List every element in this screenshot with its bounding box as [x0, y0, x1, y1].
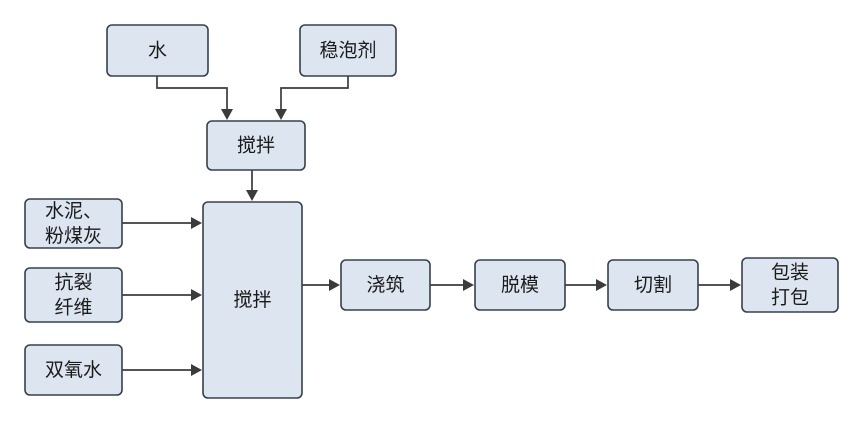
node-box[interactable] [106, 24, 209, 77]
node-foam-stabilizer[interactable]: 稳泡剂 [299, 24, 397, 77]
edge-arrowhead [329, 279, 340, 291]
edge-arrowhead [191, 289, 202, 301]
node-packaging[interactable]: 包装打包 [741, 257, 839, 313]
node-box[interactable] [741, 257, 839, 313]
node-box[interactable] [607, 259, 699, 311]
edge-water-to-mix1 [156, 76, 233, 120]
node-crack-resistant-fiber[interactable]: 抗裂纤维 [24, 267, 123, 323]
edge-arrowhead [191, 364, 202, 376]
edge-demolding-to-cutting [565, 279, 607, 291]
edge-foamstab-to-mix1 [275, 76, 349, 120]
node-water[interactable]: 水 [106, 24, 209, 77]
edges-layer [122, 76, 741, 376]
node-box[interactable] [474, 259, 566, 311]
edge-fiber-to-mix2 [122, 289, 202, 301]
node-hydrogen-peroxide[interactable]: 双氧水 [24, 344, 123, 396]
node-label: 水泥、粉煤灰 [45, 200, 102, 247]
edge-cement-to-mix2 [122, 217, 202, 229]
edge-mix2-to-casting [302, 279, 340, 291]
node-demolding[interactable]: 脱模 [474, 259, 566, 311]
node-label: 双氧水 [45, 359, 102, 381]
node-box[interactable] [24, 267, 123, 323]
edge-arrowhead [221, 109, 233, 120]
node-label: 搅拌 [233, 289, 271, 311]
edge-cutting-to-packaging [698, 279, 741, 291]
edge-arrowhead [275, 109, 287, 120]
edge-arrowhead [246, 190, 258, 201]
node-box[interactable] [24, 198, 123, 249]
node-label: 稳泡剂 [319, 40, 376, 62]
node-box[interactable] [206, 120, 306, 171]
node-label: 脱模 [501, 274, 539, 296]
node-label: 切割 [634, 274, 672, 296]
node-label: 搅拌 [237, 135, 275, 157]
edge-arrowhead [463, 279, 474, 291]
edge-arrowhead [730, 279, 741, 291]
edge-line [156, 76, 228, 112]
edge-peroxide-to-mix2 [122, 364, 202, 376]
edge-casting-to-demolding [430, 279, 474, 291]
node-label: 浇筑 [366, 274, 404, 296]
node-label: 水 [148, 40, 167, 62]
edge-arrowhead [596, 279, 607, 291]
node-mix-2[interactable]: 搅拌 [202, 201, 303, 399]
nodes-layer: 水稳泡剂搅拌水泥、粉煤灰抗裂纤维双氧水搅拌浇筑脱模切割包装打包 [24, 24, 839, 399]
node-cement-flyash[interactable]: 水泥、粉煤灰 [24, 198, 123, 249]
node-label: 包装打包 [771, 262, 809, 309]
edge-line [280, 76, 349, 112]
node-label: 抗裂纤维 [54, 272, 92, 319]
edge-mix1-to-mix2 [246, 170, 258, 201]
node-casting[interactable]: 浇筑 [340, 259, 431, 311]
node-cutting[interactable]: 切割 [607, 259, 699, 311]
edge-arrowhead [191, 217, 202, 229]
node-mix-1[interactable]: 搅拌 [206, 120, 306, 171]
node-box[interactable] [202, 201, 303, 399]
node-box[interactable] [299, 24, 397, 77]
node-box[interactable] [340, 259, 431, 311]
node-box[interactable] [24, 344, 123, 396]
